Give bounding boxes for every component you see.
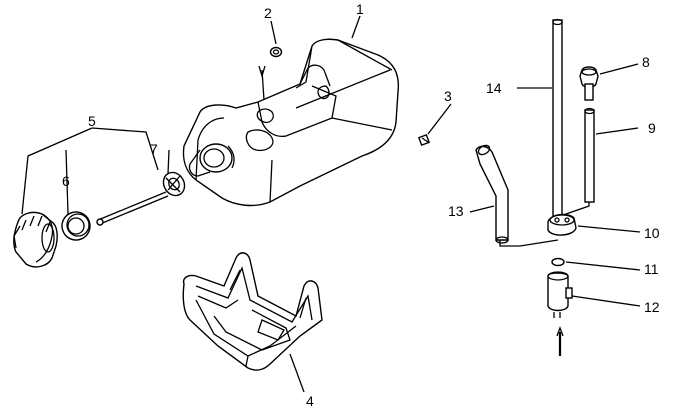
- tank-bracket: [182, 252, 323, 371]
- callout-2: 2: [264, 5, 272, 21]
- fitting: [547, 271, 573, 318]
- fuel-tank: [182, 38, 400, 207]
- grommet-large: [547, 213, 577, 236]
- pickup-tube: [552, 18, 563, 227]
- callout-7: 7: [150, 141, 158, 157]
- flow-arrow-head: [556, 326, 564, 337]
- callout-11: 11: [644, 261, 659, 277]
- fuel-cap: [13, 211, 58, 268]
- grommet: [269, 46, 283, 58]
- callout-14: 14: [486, 80, 502, 96]
- gasket: [61, 211, 91, 241]
- o-ring: [551, 257, 565, 267]
- screw: [417, 133, 431, 147]
- callout-1: 1: [356, 1, 364, 17]
- callout-8: 8: [642, 54, 650, 70]
- callout-6: 6: [62, 173, 70, 189]
- callout-10: 10: [644, 225, 660, 241]
- callout-3: 3: [444, 88, 452, 104]
- fuel-line: [475, 144, 509, 244]
- plug: [579, 66, 599, 101]
- callout-13: 13: [448, 203, 464, 219]
- callout-12: 12: [644, 299, 660, 315]
- callout-9: 9: [648, 120, 656, 136]
- callout-5: 5: [88, 113, 96, 129]
- retainer-strap: [96, 171, 186, 226]
- callout-4: 4: [306, 393, 314, 409]
- leader-lines: [499, 202, 590, 264]
- filler-neck: [188, 143, 235, 177]
- callout-leaders: [21, 15, 641, 393]
- vent-tube: [584, 107, 595, 203]
